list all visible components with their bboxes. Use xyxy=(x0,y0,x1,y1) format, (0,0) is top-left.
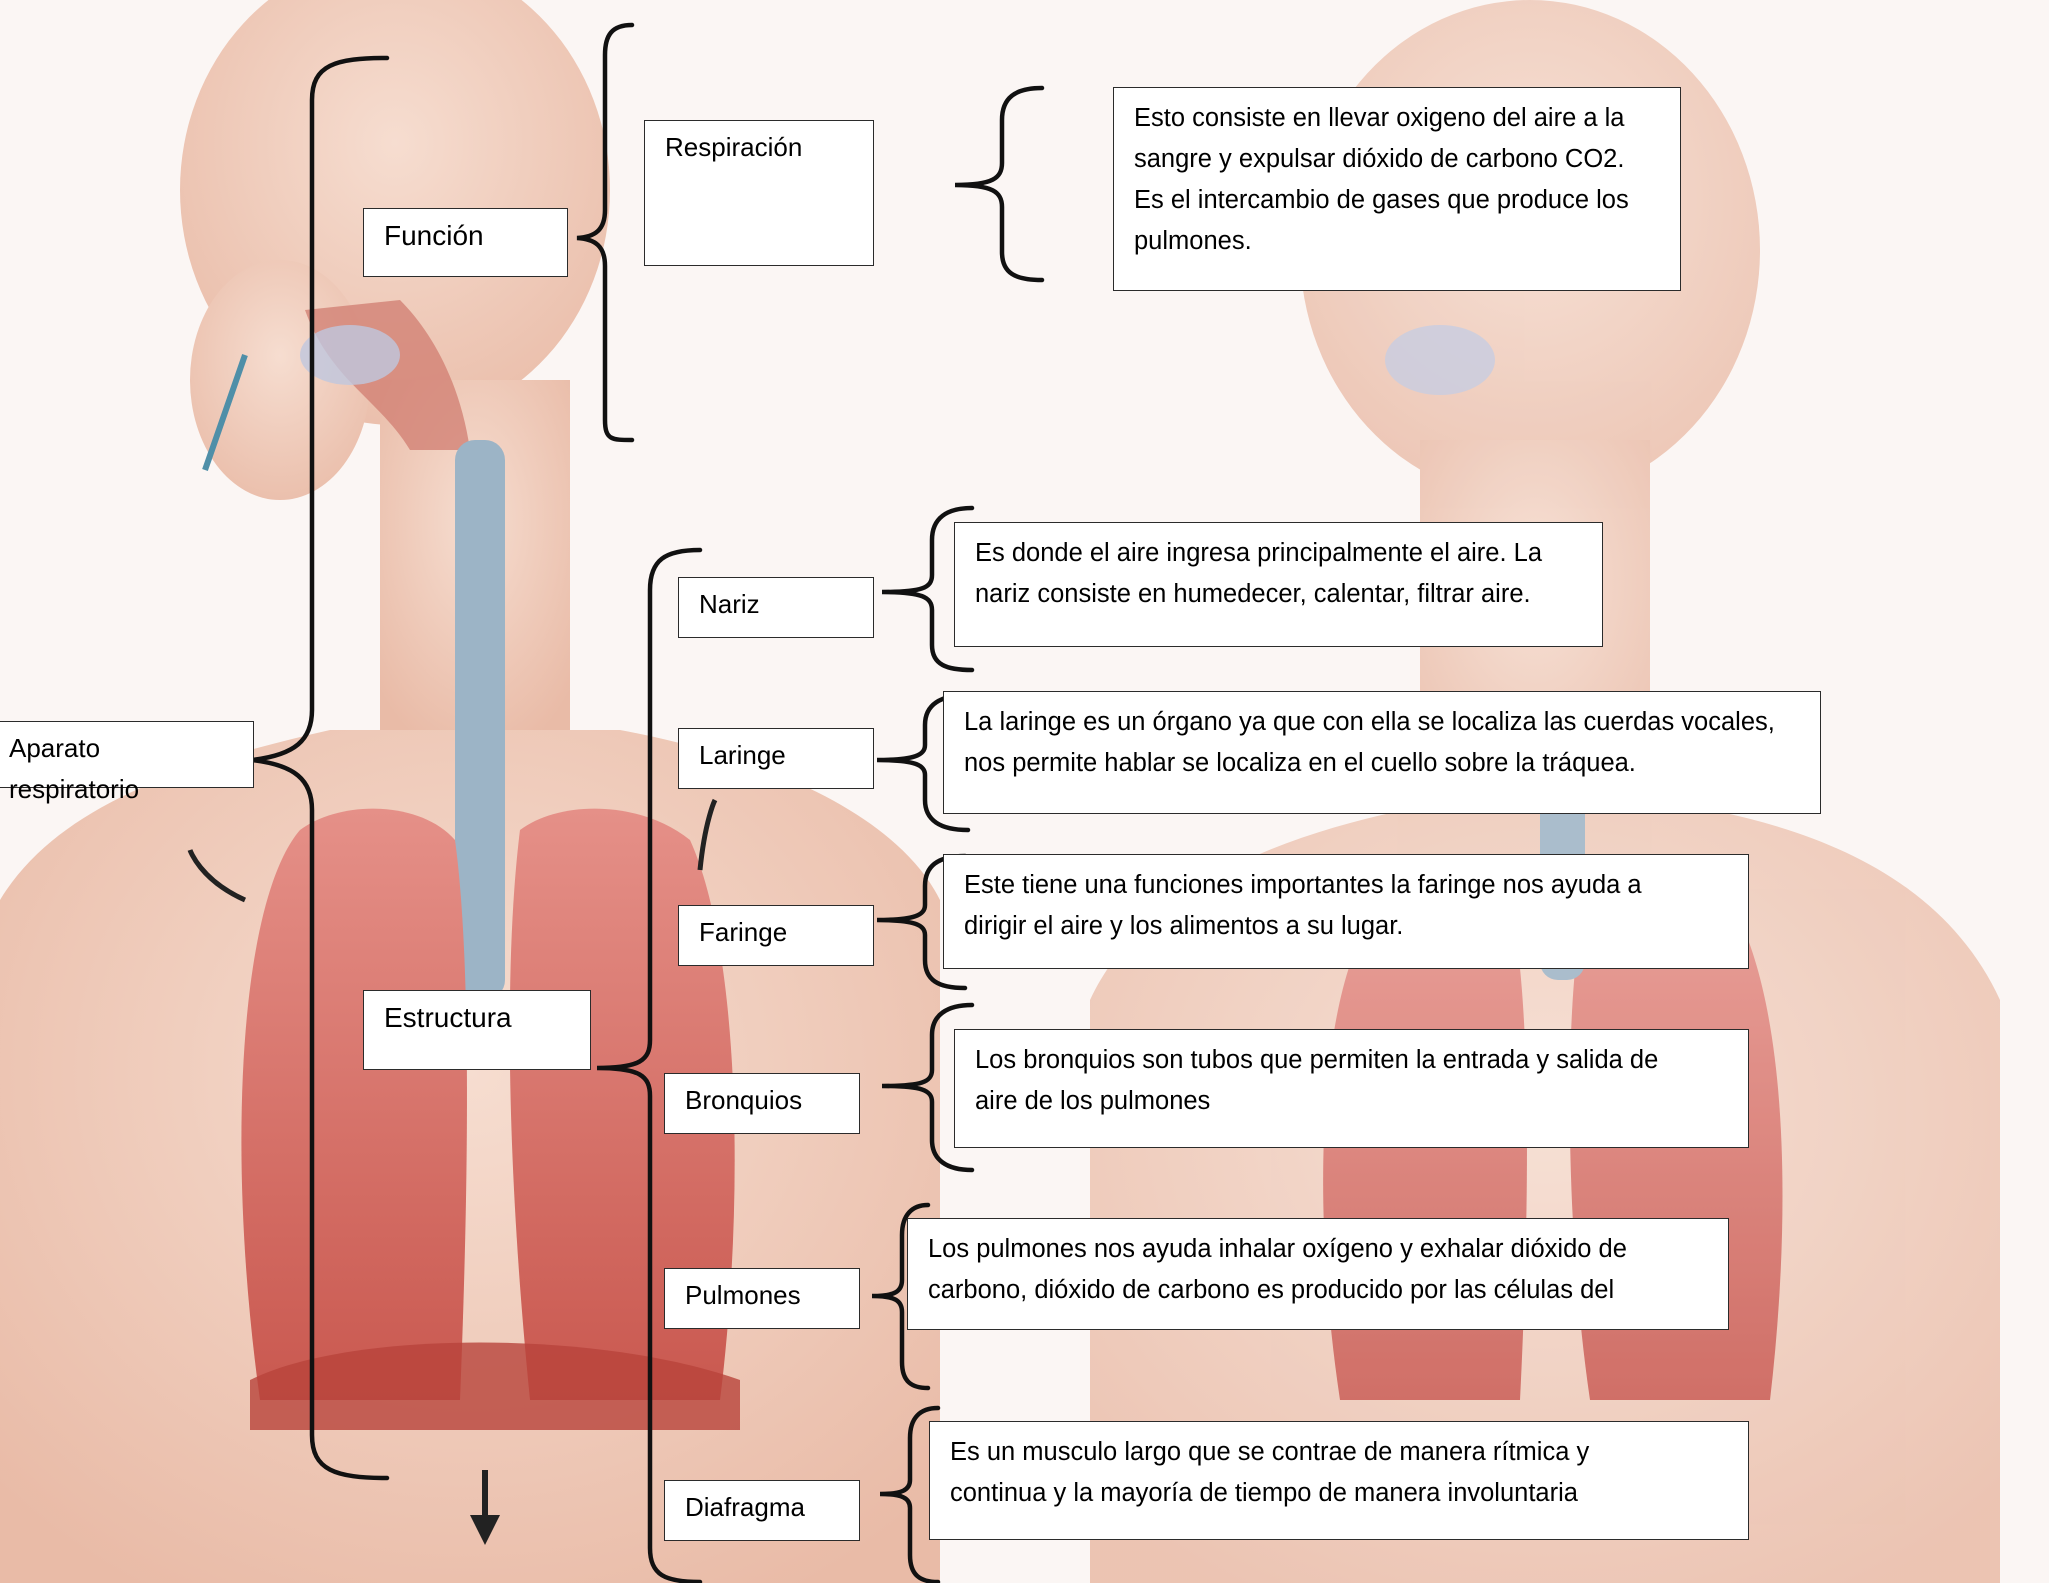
pulmones-description-box: Los pulmones nos ayuda inhalar oxígeno y… xyxy=(907,1218,1729,1330)
root-label-box: Aparato respiratorio xyxy=(0,721,254,788)
faringe-label: Faringe xyxy=(699,912,853,953)
laringe-label-box: Laringe xyxy=(678,728,874,789)
faringe-description: Este tiene una funciones importantes la … xyxy=(964,865,1728,947)
laringe-label: Laringe xyxy=(699,735,853,776)
bronquios-description-box: Los bronquios son tubos que permiten la … xyxy=(954,1029,1749,1148)
bronquios-description: Los bronquios son tubos que permiten la … xyxy=(975,1040,1728,1122)
diafragma-description-box: Es un musculo largo que se contrae de ma… xyxy=(929,1421,1749,1540)
funcion-label: Función xyxy=(384,215,547,256)
bronquios-label-box: Bronquios xyxy=(664,1073,860,1134)
nariz-label-box: Nariz xyxy=(678,577,874,638)
estructura-label: Estructura xyxy=(384,997,570,1038)
laringe-description-box: La laringe es un órgano ya que con ella … xyxy=(943,691,1821,814)
respiracion-label-box: Respiración xyxy=(644,120,874,266)
pulmones-label: Pulmones xyxy=(685,1275,839,1316)
faringe-description-box: Este tiene una funciones importantes la … xyxy=(943,854,1749,969)
nariz-description: Es donde el aire ingresa principalmente … xyxy=(975,533,1582,615)
nariz-label: Nariz xyxy=(699,584,853,625)
bronquios-label: Bronquios xyxy=(685,1080,839,1121)
funcion-label-box: Función xyxy=(363,208,568,277)
respiracion-description: Esto consiste en llevar oxigeno del aire… xyxy=(1134,98,1660,262)
diafragma-label: Diafragma xyxy=(685,1487,839,1528)
nariz-description-box: Es donde el aire ingresa principalmente … xyxy=(954,522,1603,647)
laringe-description: La laringe es un órgano ya que con ella … xyxy=(964,702,1800,784)
diafragma-description: Es un musculo largo que se contrae de ma… xyxy=(950,1432,1728,1514)
pulmones-label-box: Pulmones xyxy=(664,1268,860,1329)
pulmones-description: Los pulmones nos ayuda inhalar oxígeno y… xyxy=(928,1229,1708,1311)
root-label: Aparato respiratorio xyxy=(9,728,233,810)
respiracion-description-box: Esto consiste en llevar oxigeno del aire… xyxy=(1113,87,1681,291)
respiracion-label: Respiración xyxy=(665,127,853,168)
faringe-label-box: Faringe xyxy=(678,905,874,966)
estructura-label-box: Estructura xyxy=(363,990,591,1070)
diafragma-label-box: Diafragma xyxy=(664,1480,860,1541)
